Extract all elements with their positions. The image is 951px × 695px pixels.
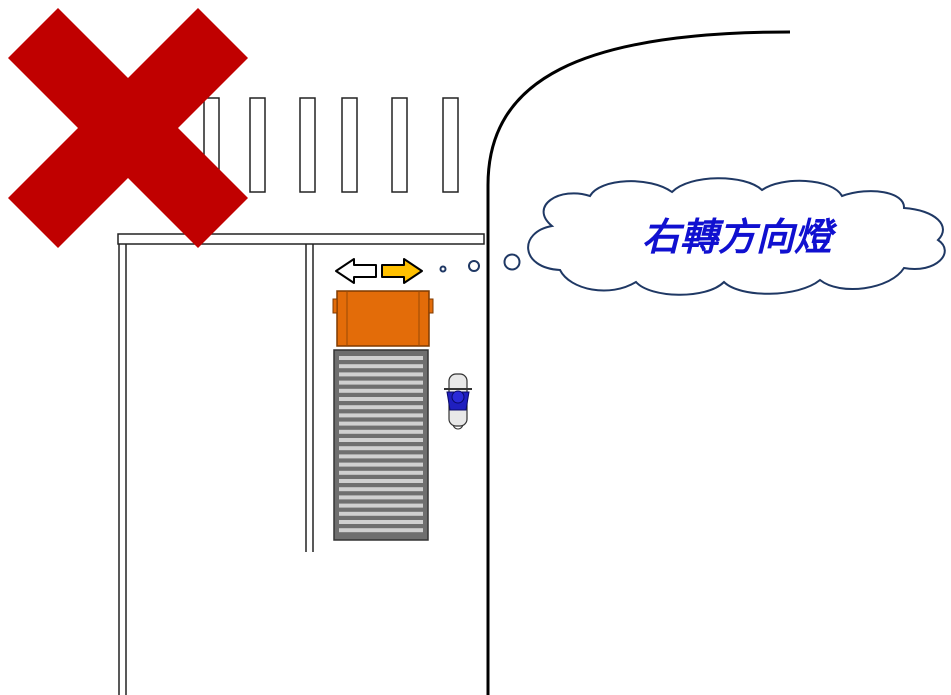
thought-dot: [439, 265, 447, 273]
trailer-slat: [339, 487, 423, 492]
crosswalk-stripe: [391, 97, 408, 193]
motorcycle-icon: [444, 373, 472, 430]
trailer-slat: [339, 405, 423, 410]
trailer-slat: [339, 388, 423, 393]
crosswalk-stripe: [299, 97, 316, 193]
trailer-slat: [339, 380, 423, 385]
thought-dot: [503, 253, 521, 271]
trailer-slat: [339, 413, 423, 418]
truck-icon: [332, 290, 434, 541]
trailer-slat: [339, 421, 423, 426]
trailer-slat: [339, 438, 423, 442]
arrow-left-icon: [335, 258, 377, 284]
trailer-slat: [339, 462, 423, 467]
trailer-slat: [339, 528, 423, 533]
arrow-right-icon: [381, 258, 423, 284]
stop-line: [117, 233, 485, 245]
crosswalk: [203, 97, 459, 193]
truck-cab: [336, 290, 430, 347]
crosswalk-stripe: [249, 97, 266, 193]
thought-bubble-text: 右轉方向燈: [642, 214, 838, 259]
curb-line: [486, 30, 791, 695]
thought-cloud: [527, 177, 946, 296]
thought-bubble: [439, 177, 946, 296]
lane-lines: [118, 244, 314, 695]
trailer-slat: [339, 356, 423, 360]
trailer-slat: [339, 495, 423, 500]
trailer-slat: [339, 470, 423, 475]
trailer-slat: [339, 454, 423, 459]
crosswalk-stripe: [442, 97, 459, 193]
red-x-icon: [8, 8, 248, 248]
trailer-slat: [339, 511, 423, 516]
trailer-slat: [339, 446, 423, 451]
trailer-slat: [339, 429, 423, 434]
thought-dot: [468, 260, 480, 272]
trailer-slats: [339, 356, 423, 533]
trailer-slat: [339, 520, 423, 524]
crosswalk-stripe: [341, 97, 358, 193]
truck-trailer: [333, 349, 429, 541]
trailer-slat: [339, 372, 423, 377]
trailer-slat: [339, 397, 423, 401]
trailer-slat: [339, 364, 423, 369]
trailer-slat: [339, 479, 423, 483]
trailer-slat: [339, 503, 423, 508]
